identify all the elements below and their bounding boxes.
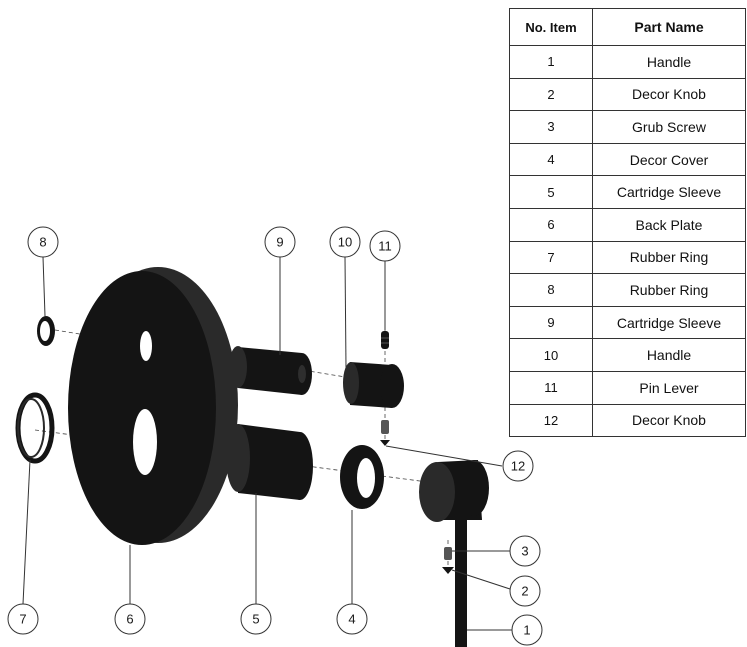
callout-1: 1 (511, 614, 543, 646)
callout-5: 5 (240, 603, 272, 635)
part-handle-1 (419, 460, 489, 647)
table-header-row: No. Item Part Name (509, 8, 746, 46)
item-number-cell: 8 (509, 273, 593, 307)
item-number-cell: 6 (509, 207, 593, 242)
item-number-cell: 1 (509, 45, 593, 79)
part-decor-knob-2 (442, 567, 454, 574)
item-number-cell: 4 (509, 142, 593, 177)
svg-text:4: 4 (348, 612, 355, 627)
part-rubber-ring-7 (15, 392, 55, 464)
part-name-cell: Cartridge Sleeve (592, 305, 746, 340)
svg-text:7: 7 (19, 612, 26, 627)
callout-2: 2 (509, 575, 541, 607)
svg-text:5: 5 (252, 612, 259, 627)
part-name-cell: Pin Lever (592, 370, 746, 405)
item-number-cell: 9 (509, 305, 593, 340)
leader-2 (451, 569, 511, 590)
svg-text:8: 8 (39, 235, 46, 250)
leader-12 (385, 445, 503, 467)
part-name-cell: Handle (592, 338, 746, 372)
svg-text:9: 9 (276, 235, 283, 250)
part-name-cell: Decor Knob (592, 403, 746, 438)
callout-8: 8 (27, 226, 59, 258)
part-name-cell: Handle (592, 45, 746, 79)
callout-6: 6 (114, 603, 146, 635)
part-name-cell: Rubber Ring (592, 240, 746, 275)
part-name-cell: Decor Cover (592, 142, 746, 177)
svg-text:6: 6 (126, 612, 133, 627)
svg-text:3: 3 (521, 544, 528, 559)
part-cartridge-sleeve-5 (226, 424, 313, 500)
part-rubber-ring-8 (37, 316, 55, 346)
item-number-cell: 7 (509, 240, 593, 275)
part-decor-knob-12 (380, 420, 390, 446)
callout-9: 9 (264, 226, 296, 258)
part-grub-screw-3 (444, 547, 452, 560)
item-number-cell: 2 (509, 77, 593, 112)
part-decor-cover-4 (340, 445, 384, 509)
leader-8 (42, 256, 46, 317)
svg-text:10: 10 (338, 235, 352, 250)
part-name-cell: Back Plate (592, 207, 746, 242)
svg-text:11: 11 (378, 239, 392, 254)
part-cartridge-sleeve-9 (229, 346, 312, 395)
item-number-cell: 11 (509, 370, 593, 405)
callout-7: 7 (7, 603, 39, 635)
callout-11: 11 (369, 230, 401, 262)
part-name-cell: Decor Knob (592, 77, 746, 112)
leader-7 (22, 459, 31, 605)
svg-text:2: 2 (521, 584, 528, 599)
part-name-cell: Rubber Ring (592, 273, 746, 307)
part-name-cell: Grub Screw (592, 110, 746, 144)
svg-text:1: 1 (523, 623, 530, 638)
part-pin-lever-11 (381, 331, 389, 349)
part-name-cell: Cartridge Sleeve (592, 175, 746, 209)
item-number-cell: 5 (509, 175, 593, 209)
column-header-no-item: No. Item (509, 8, 593, 46)
callout-4: 4 (336, 603, 368, 635)
svg-text:12: 12 (511, 459, 525, 474)
callout-12: 12 (502, 450, 534, 482)
callout-10: 10 (329, 226, 361, 258)
callout-3: 3 (509, 535, 541, 567)
item-number-cell: 10 (509, 338, 593, 372)
item-number-cell: 3 (509, 110, 593, 144)
part-back-plate-6 (68, 267, 238, 545)
column-header-part-name: Part Name (592, 8, 746, 46)
leader-10 (344, 256, 347, 369)
item-number-cell: 12 (509, 403, 593, 438)
part-handle-10 (343, 362, 404, 408)
